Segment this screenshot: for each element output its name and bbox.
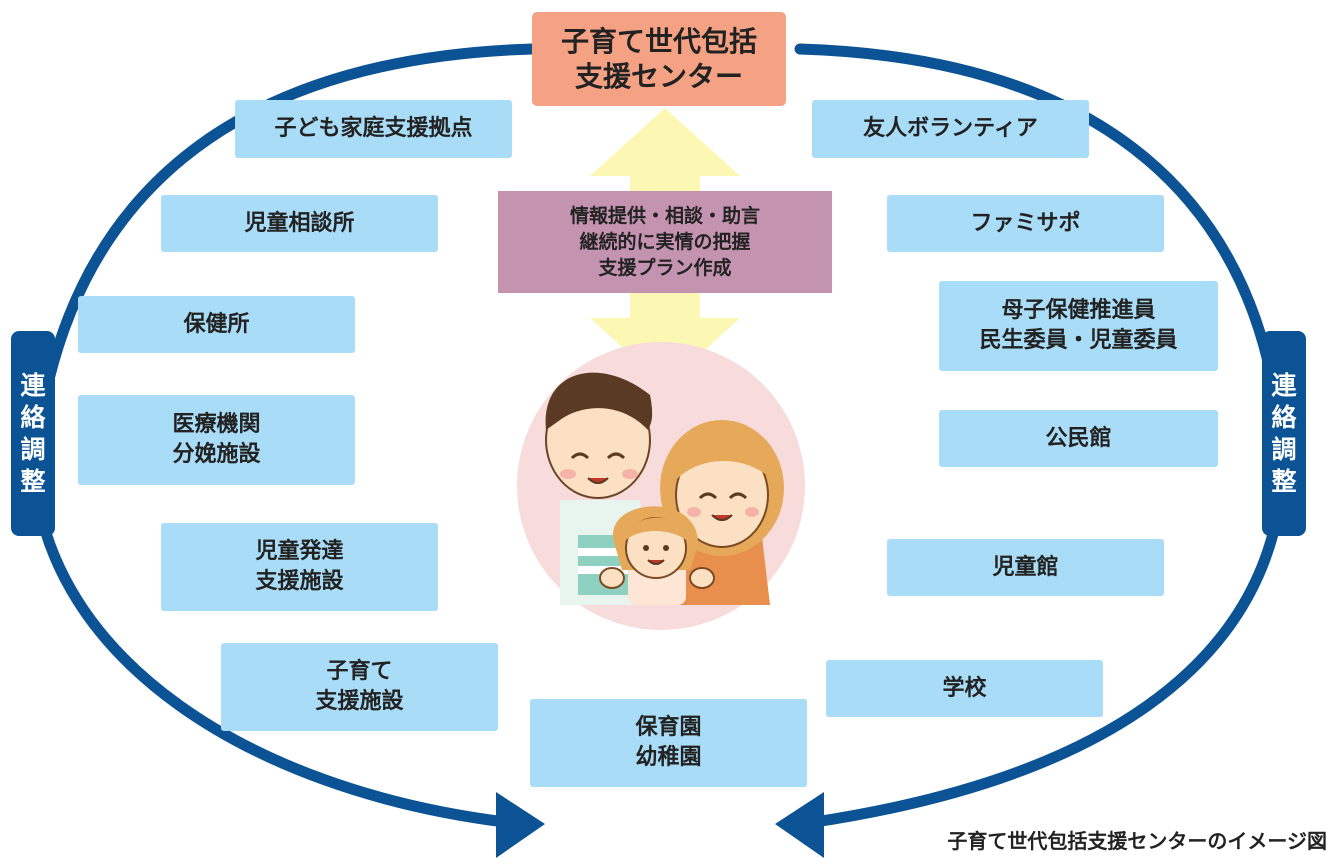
box-health-center: 保健所	[78, 296, 355, 353]
box-childcare-support: 子育て 支援施設	[221, 643, 498, 731]
box-school: 学校	[826, 660, 1103, 717]
side-label-char: 絡	[20, 402, 46, 432]
side-label-right: 連 絡 調 整	[1262, 331, 1306, 536]
arrow-head-left-icon	[496, 792, 545, 858]
side-label-char: 整	[20, 466, 46, 496]
services-box: 情報提供・相談・助言 継続的に実情の把握 支援プラン作成	[498, 191, 832, 293]
box-family-support: ファミサポ	[887, 195, 1164, 252]
side-label-char: 連	[1271, 370, 1297, 400]
side-label-char: 整	[1271, 466, 1297, 496]
diagram-caption: 子育て世代包括支援センターのイメージ図	[947, 829, 1327, 853]
center-box: 子育て世代包括 支援センター	[532, 12, 786, 106]
box-nursery-kindergarten: 保育園 幼稚園	[530, 699, 807, 787]
box-medical-institutions: 医療機関 分娩施設	[78, 395, 355, 485]
box-friends-volunteers: 友人ボランティア	[812, 100, 1089, 158]
family-illustration	[517, 342, 805, 630]
side-label-char: 絡	[1271, 402, 1297, 432]
side-label-char: 調	[20, 434, 46, 464]
up-arrow-icon	[590, 108, 740, 191]
box-community-center: 公民館	[939, 410, 1218, 467]
box-child-development-support: 児童発達 支援施設	[161, 523, 438, 611]
box-health-promoters: 母子保健推進員 民生委員・児童委員	[939, 281, 1218, 371]
side-label-char: 連	[20, 370, 46, 400]
side-label-left: 連 絡 調 整	[11, 331, 55, 536]
side-label-char: 調	[1271, 434, 1297, 464]
down-arrow-icon	[590, 293, 740, 386]
arrow-head-right-icon	[775, 792, 824, 858]
box-child-family-support: 子ども家庭支援拠点	[235, 100, 512, 158]
box-childrens-hall: 児童館	[887, 539, 1164, 596]
box-child-guidance-center: 児童相談所	[161, 195, 438, 252]
